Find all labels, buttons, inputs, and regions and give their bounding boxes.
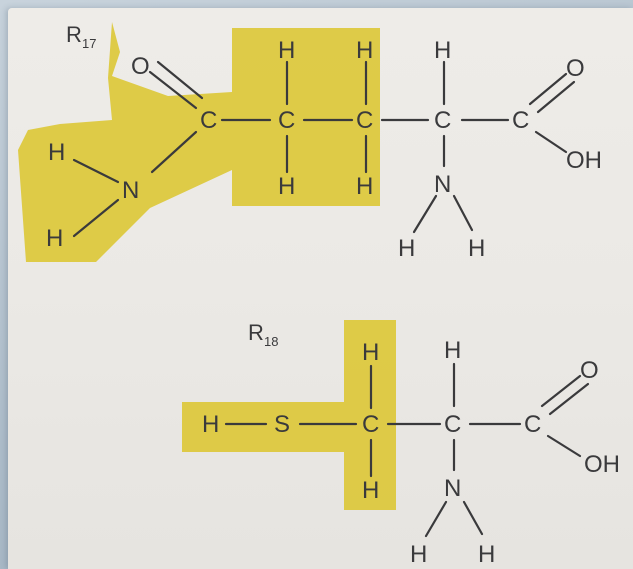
r18-label-subscript: 18	[264, 334, 278, 349]
r18-atom-h-amine2: H	[478, 541, 495, 568]
r17-atom-h-gamma-bottom: H	[356, 173, 373, 200]
r17-bond-n-h1	[412, 194, 438, 234]
r17-atom-n-amine: N	[434, 171, 451, 198]
r17-atom-h-alpha: H	[434, 37, 451, 64]
r17-bond-co-2	[156, 60, 204, 100]
r18-atom-h-amine1: H	[410, 541, 427, 568]
r17-atom-h-n1: H	[48, 139, 65, 166]
r18-bond-ccarb-o-2	[548, 382, 590, 416]
r17-label: R	[66, 22, 82, 47]
r18-atom-o-carboxyl: O	[580, 357, 599, 384]
r17-atom-n-amide: N	[122, 177, 139, 204]
r18-bond-n-h2	[462, 500, 484, 536]
r18-atom-s: S	[274, 411, 290, 438]
r17-bond-ccarb-oh	[534, 130, 568, 154]
r17-atom-h-gamma-top: H	[356, 37, 373, 64]
r17-bond-n-h2	[452, 194, 474, 232]
r17-bond-ccarb-o-1	[528, 72, 568, 106]
r17-bond-co-1	[148, 70, 198, 110]
r17-atom-c-alpha: C	[434, 107, 451, 134]
r18-atoms: H S H C H H C N H H C O OH	[202, 337, 620, 568]
r17-atom-h-beta-top: H	[278, 37, 295, 64]
r17-atom-o-carbonyl: O	[131, 53, 150, 80]
r18-atom-h-thiol: H	[202, 411, 219, 438]
r18-atom-c-alpha: C	[444, 411, 461, 438]
r17-atom-h-amine1: H	[398, 235, 415, 262]
r17-bond-nh2	[72, 198, 120, 238]
r18-bond-ccarb-o-1	[540, 374, 582, 408]
r17-atom-o-carboxyl: O	[566, 55, 585, 82]
r18-bonds	[224, 362, 590, 538]
r17-atom-c-gamma: C	[356, 107, 373, 134]
r17-atom-h-n2: H	[46, 225, 63, 252]
r17-atom-c-carboxyl: C	[512, 107, 529, 134]
r18-bond-ccarb-oh	[546, 434, 582, 458]
r17-label-subscript: 17	[82, 36, 96, 51]
r18-bond-n-h1	[424, 500, 448, 538]
r18-atom-c-carboxyl: C	[524, 411, 541, 438]
r18-atom-c-beta: C	[362, 411, 379, 438]
r18-atom-h-alpha: H	[444, 337, 461, 364]
r17-atom-h-beta-bottom: H	[278, 173, 295, 200]
r17-atoms: O C N H H H C H H C H H C N H H C O OH	[46, 37, 602, 262]
r18-atom-h-beta-bottom: H	[362, 477, 379, 504]
r18-atom-oh: OH	[584, 451, 620, 478]
r17-atom-h-amine2: H	[468, 235, 485, 262]
r18-label: R	[248, 320, 264, 345]
r18-atom-n-amine: N	[444, 475, 461, 502]
r17-atom-oh: OH	[566, 147, 602, 174]
r17-atom-c-amide: C	[200, 107, 217, 134]
r18-highlight-thiol	[182, 320, 396, 510]
r17-bond-ccarb-o-2	[536, 80, 576, 114]
r17-bond-cn	[150, 130, 198, 174]
r17-bond-nh1	[72, 158, 120, 184]
r17-atom-c-beta: C	[278, 107, 295, 134]
r17-highlight-amide	[18, 22, 380, 262]
r18-atom-h-beta-top: H	[362, 339, 379, 366]
r17-bonds	[72, 60, 576, 238]
